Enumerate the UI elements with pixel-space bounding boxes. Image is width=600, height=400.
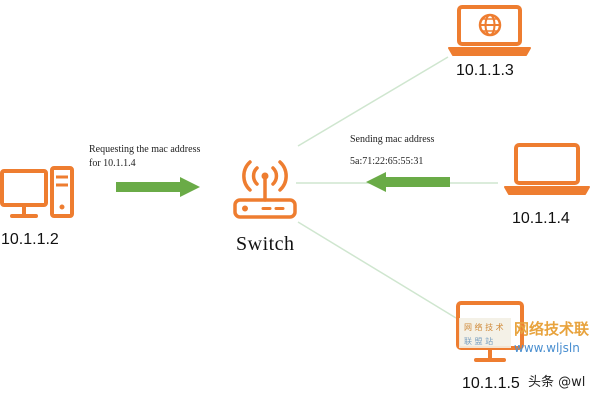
switch-router-icon: [233, 160, 297, 219]
request-note: Requesting the mac address for 10.1.1.4: [89, 143, 200, 171]
request-note-line-2: for 10.1.1.4: [89, 158, 136, 169]
watermark-logo-icon: 网 络 技 术 联 盟 站: [459, 318, 511, 348]
reply-note-line-1: Sending mac address: [350, 134, 435, 145]
svg-text:网 络 技 术: 网 络 技 术: [464, 322, 504, 332]
request-note-line-1: Requesting the mac address: [89, 144, 201, 155]
host-ip-label-10-1-1-4: 10.1.1.4: [512, 210, 570, 227]
desktop-computer-icon: [0, 166, 74, 218]
link-switch-to-10-1-1-5: [297, 221, 457, 319]
watermark-title: 网络技术联: [514, 320, 590, 338]
laptop-icon: [504, 143, 590, 195]
host-ip-label-10-1-1-2: 10.1.1.2: [1, 231, 59, 248]
watermark-url: www.wljsln: [514, 341, 580, 355]
switch-label: Switch: [236, 233, 295, 255]
watermark-badge: 头条 @wl: [528, 375, 586, 390]
reply-note: Sending mac address 5a:71:22:65:55:31: [350, 133, 434, 169]
reply-arrow: [366, 172, 450, 192]
host-ip-label-10-1-1-3: 10.1.1.3: [456, 62, 514, 79]
laptop-globe-icon: [448, 5, 531, 56]
svg-text:联 盟 站: 联 盟 站: [464, 336, 493, 346]
host-ip-label-10-1-1-5: 10.1.1.5: [462, 375, 520, 392]
link-switch-to-10-1-1-3: [297, 56, 449, 147]
request-arrow: [116, 177, 200, 197]
reply-note-line-2: 5a:71:22:65:55:31: [350, 156, 424, 167]
